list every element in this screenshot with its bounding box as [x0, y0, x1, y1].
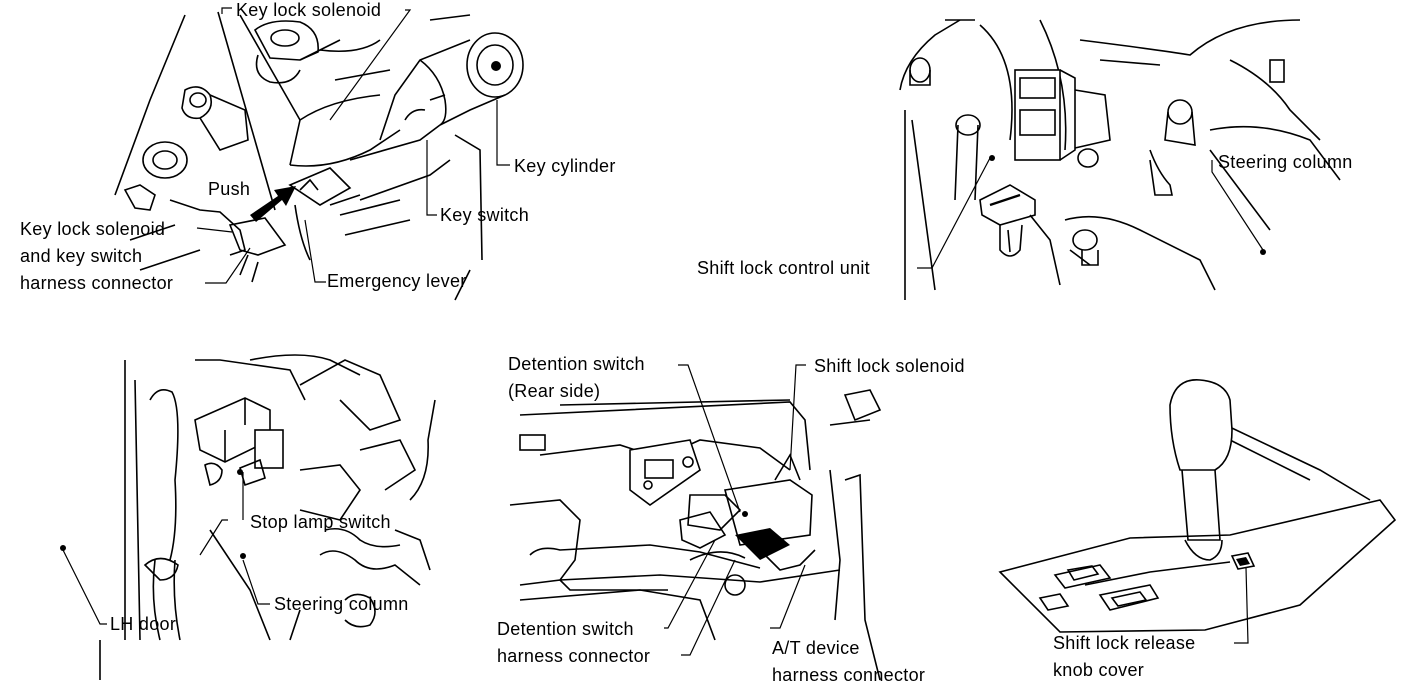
shift-lock-control-unit-illustration	[899, 19, 1341, 300]
key-lock-leaders	[196, 7, 510, 284]
label-stop-lamp-switch: Stop lamp switch	[250, 512, 391, 532]
label-steering-column-bottom: Steering column	[274, 594, 409, 614]
label-detention-harness-line2: harness connector	[497, 646, 651, 666]
stop-lamp-leaders	[62, 472, 270, 625]
detention-leaders	[664, 364, 806, 656]
label-key-switch: Key switch	[440, 205, 530, 225]
selector-leaders	[1234, 567, 1249, 644]
label-shift-lock-solenoid: Shift lock solenoid	[814, 356, 965, 376]
label-steering-column-top: Steering column	[1218, 152, 1353, 172]
label-key-lock-solenoid: Key lock solenoid	[236, 0, 382, 20]
label-at-device-line1: A/T device	[772, 638, 860, 658]
label-shift-lock-release-line1: Shift lock release	[1053, 633, 1196, 653]
label-push: Push	[206, 179, 253, 199]
stop-lamp-switch-illustration	[60, 354, 436, 680]
shift-lock-unit-leaders	[917, 157, 1264, 269]
label-key-harness-line3: harness connector	[20, 273, 174, 293]
label-key-harness-line2: and key switch	[20, 246, 143, 266]
label-detention-harness-line1: Detention switch	[497, 619, 634, 639]
label-key-harness-line1: Key lock solenoid	[20, 219, 166, 239]
label-key-cylinder: Key cylinder	[514, 156, 616, 176]
label-shift-lock-control-unit: Shift lock control unit	[697, 258, 870, 278]
label-shift-lock-release-line2: knob cover	[1053, 660, 1145, 680]
selector-lever-illustration	[998, 379, 1397, 633]
key-lock-illustration	[114, 11, 524, 301]
label-emergency-lever: Emergency lever	[327, 271, 467, 291]
label-detention-switch-line1: Detention switch	[508, 354, 645, 374]
label-lh-door: LH door	[110, 614, 177, 634]
label-detention-switch-line2: (Rear side)	[508, 381, 601, 401]
label-at-device-line2: harness connector	[772, 665, 926, 685]
detention-switch-illustration	[509, 389, 882, 681]
